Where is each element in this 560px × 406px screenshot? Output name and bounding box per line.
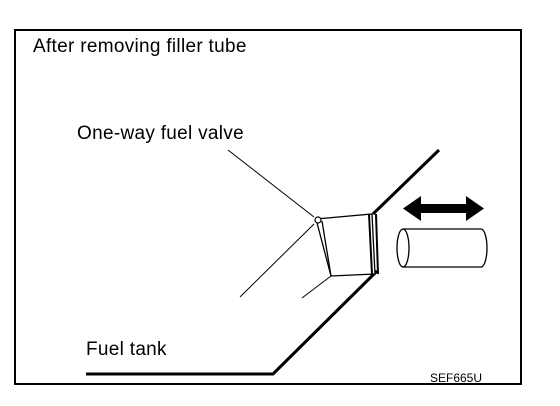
diagram-frame (14, 29, 522, 385)
double-arrow-icon (403, 196, 484, 221)
fuel-tank-label: Fuel tank (86, 339, 167, 360)
valve-leader-line (227, 149, 315, 218)
figure-code: SEF665U (430, 371, 483, 385)
valve-label: One-way fuel valve (77, 123, 244, 144)
one-way-fuel-valve (239, 213, 379, 299)
filler-neck-wall (371, 148, 441, 216)
fuel-tank-outline (86, 269, 379, 376)
diagram-caption: After removing filler tube (33, 36, 247, 57)
filler-tube (396, 228, 488, 268)
